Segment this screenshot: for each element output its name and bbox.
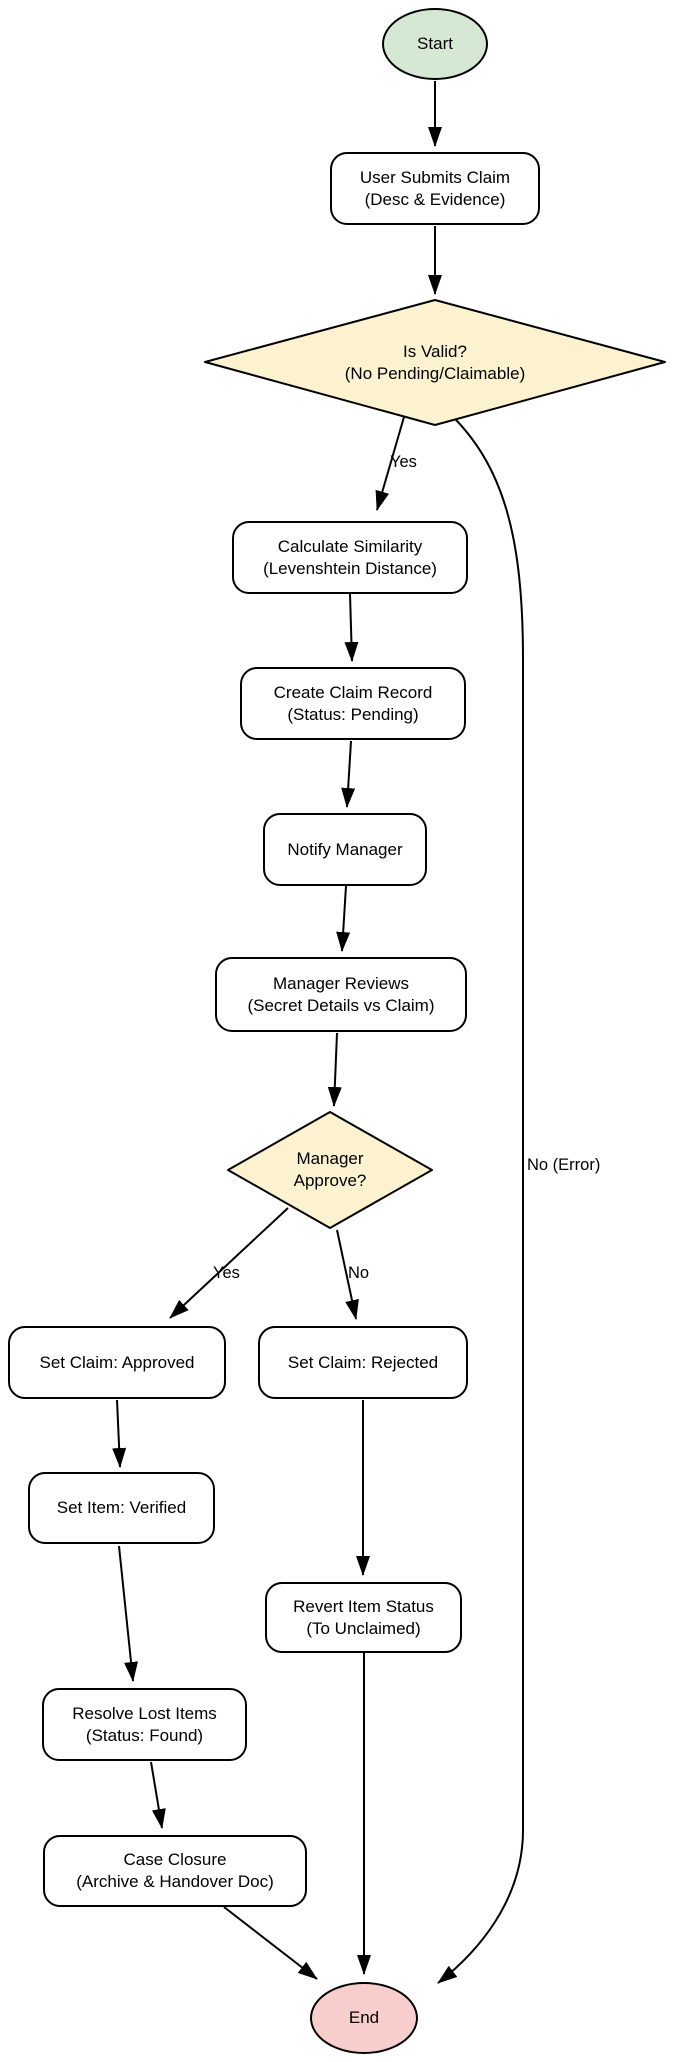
edge-label-approve-no: No [348,1264,370,1282]
node-manager-approve-label: Manager Approve? [293,1149,367,1190]
node-create-claim-record-label: Create Claim Record (Status: Pending) [273,682,433,724]
node-set-item-verified: Set Item: Verified [28,1472,215,1544]
node-user-submits-claim: User Submits Claim (Desc & Evidence) [330,152,540,225]
edge-label-approve-yes: Yes [213,1264,240,1282]
node-manager-approve: Manager Approve? [228,1112,432,1228]
edge-create-to-notify [341,740,356,808]
edge-approve-no [336,1229,359,1320]
node-resolve-lost-items-label: Resolve Lost Items (Status: Found) [72,1703,217,1745]
node-set-item-verified-label: Set Item: Verified [56,1498,187,1517]
edge-verified-to-resolve [118,1545,139,1682]
edge-label-valid-yes: Yes [390,453,417,471]
node-is-valid-label: Is Valid? (No Pending/Claimable) [344,341,526,383]
edge-calc-to-create [344,593,359,662]
node-case-closure: Case Closure (Archive & Handover Doc) [43,1835,307,1907]
edge-label-valid-no-error: No (Error) [527,1156,601,1174]
edge-review-to-approve [327,1032,342,1107]
node-resolve-lost-items: Resolve Lost Items (Status: Found) [42,1688,247,1761]
decision-is-valid-shape [204,299,666,426]
node-create-claim-record: Create Claim Record (Status: Pending) [240,667,466,740]
decision-manager-approve-shape [227,1111,433,1229]
node-case-closure-label: Case Closure (Archive & Handover Doc) [76,1850,274,1891]
node-start: Start [382,8,488,80]
node-set-claim-approved: Set Claim: Approved [8,1326,226,1399]
node-end: End [310,1982,418,2054]
node-notify-manager-label: Notify Manager [287,839,403,859]
node-start-label: Start [417,34,453,53]
edge-notify-to-review [336,885,351,952]
node-user-submits-claim-label: User Submits Claim (Desc & Evidence) [359,167,511,209]
node-set-claim-rejected-label: Set Claim: Rejected [287,1352,439,1372]
edge-closure-to-end [223,1906,318,1980]
node-end-label: End [348,2008,380,2027]
node-manager-reviews-label: Manager Reviews (Secret Details vs Claim… [247,973,435,1015]
node-manager-reviews: Manager Reviews (Secret Details vs Claim… [215,957,467,1032]
node-revert-item-status-label: Revert Item Status (To Unclaimed) [293,1596,434,1638]
edge-resolve-to-closure [150,1761,166,1829]
edge-valid-no-error [437,410,524,1984]
node-set-claim-rejected: Set Claim: Rejected [258,1326,468,1399]
edge-approve-yes [169,1207,289,1319]
edge-approved-to-verified [112,1399,127,1468]
node-calculate-similarity: Calculate Similarity (Levenshtein Distan… [232,521,468,594]
node-set-claim-approved-label: Set Claim: Approved [39,1352,195,1372]
node-is-valid: Is Valid? (No Pending/Claimable) [205,300,665,425]
node-calculate-similarity-label: Calculate Similarity (Levenshtein Distan… [263,536,437,578]
node-revert-item-status: Revert Item Status (To Unclaimed) [265,1582,462,1653]
node-notify-manager: Notify Manager [263,813,427,886]
edge-valid-yes [375,416,405,511]
